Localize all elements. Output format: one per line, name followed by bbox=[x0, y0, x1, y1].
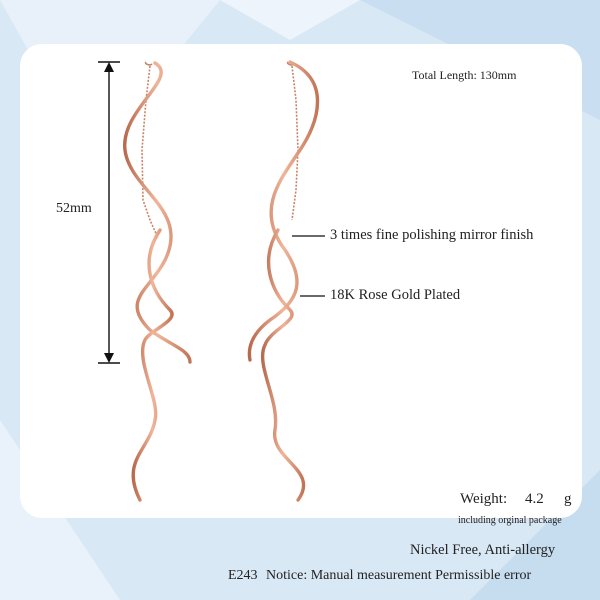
product-code: E243 bbox=[228, 568, 258, 583]
dimension-arrow bbox=[98, 61, 120, 364]
weight-label: Weight: bbox=[460, 491, 508, 507]
weight-note: including orginal package bbox=[458, 515, 562, 526]
weight-unit: g bbox=[564, 491, 572, 507]
feature-text: Nickel Free, Anti-allergy bbox=[410, 542, 556, 558]
weight-value: 4.2 bbox=[525, 491, 544, 507]
product-card bbox=[20, 44, 582, 518]
dimension-label: 52mm bbox=[56, 201, 92, 216]
notice-text: Notice: Manual measurement Permissible e… bbox=[266, 568, 532, 583]
finish-callout: 3 times fine polishing mirror finish bbox=[330, 227, 534, 243]
total-length-label: Total Length: 130mm bbox=[412, 68, 517, 82]
plating-callout: 18K Rose Gold Plated bbox=[330, 287, 461, 303]
left-earring bbox=[123, 61, 192, 502]
right-earring bbox=[247, 60, 320, 502]
